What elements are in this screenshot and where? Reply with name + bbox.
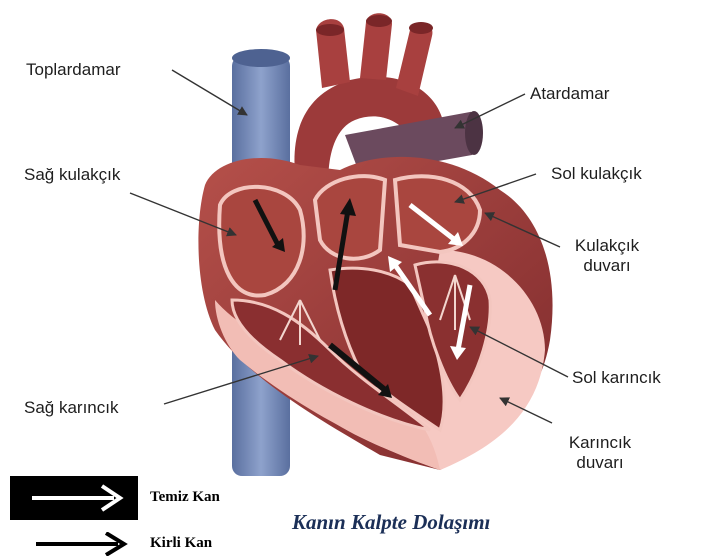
diagram-caption: Kanın Kalpte Dolaşımı — [292, 510, 490, 535]
label-atardamar: Atardamar — [530, 84, 609, 104]
legend-dirty-label: Kirli Kan — [150, 535, 212, 552]
label-karincik-duvari-line1: Karıncık — [552, 433, 648, 453]
label-kulakcik-duvari: Kulakçık duvarı — [562, 236, 652, 276]
label-toplardamar: Toplardamar — [26, 60, 121, 80]
legend-dirty-arrow — [30, 532, 130, 556]
pulmonary-artery-end — [465, 111, 483, 155]
legend-clean-swatch — [10, 476, 138, 520]
label-sol-karincik: Sol karıncık — [572, 368, 661, 388]
legend-clean-label: Temiz Kan — [150, 489, 220, 506]
legend-clean-arrow — [10, 476, 138, 520]
label-sol-kulakcik: Sol kulakçık — [551, 164, 642, 184]
label-kulakcik-duvari-line2: duvarı — [562, 256, 652, 276]
label-kulakcik-duvari-line1: Kulakçık — [562, 236, 652, 256]
label-sag-kulakcik: Sağ kulakçık — [24, 165, 120, 185]
label-karincik-duvari: Karıncık duvarı — [552, 433, 648, 473]
label-karincik-duvari-line2: duvarı — [552, 453, 648, 473]
label-sag-karincik: Sağ karıncık — [24, 398, 119, 418]
